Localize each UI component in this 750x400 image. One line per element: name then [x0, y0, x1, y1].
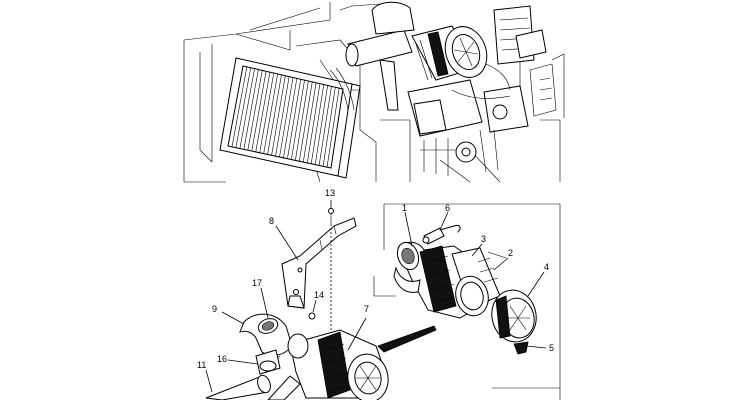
radiator-fin — [302, 82, 317, 163]
callout-6: 6 — [445, 203, 450, 213]
callout-11: 11 — [197, 360, 206, 370]
radiator-fin — [231, 66, 248, 147]
callout-7: 7 — [364, 304, 369, 314]
radiator-fin — [291, 80, 305, 160]
callout-3: 3 — [481, 234, 486, 244]
callout-14: 14 — [314, 290, 324, 300]
exploded-detail-frame — [373, 203, 561, 400]
radiator-fin — [255, 72, 271, 152]
radiator-fin — [235, 67, 251, 148]
upper-pipework — [329, 1, 415, 111]
straight-tube-11 — [205, 374, 301, 400]
engine-block — [407, 5, 557, 176]
radiator-fin — [247, 70, 263, 151]
radiator-fin — [263, 73, 278, 154]
radiator-fin — [243, 69, 259, 150]
radiator — [219, 57, 361, 179]
radiator-fin — [295, 80, 309, 161]
radiator-fin — [275, 76, 290, 157]
dust-valve-5 — [513, 341, 529, 355]
clamp-16 — [255, 349, 281, 375]
callout-17: 17 — [252, 278, 262, 288]
callout-9: 9 — [212, 304, 217, 314]
radiator-fin — [271, 75, 286, 156]
radiator-fin — [259, 73, 275, 153]
air-cleaner-7 — [287, 329, 389, 400]
radiator-fin — [279, 77, 294, 158]
radiator-fin — [267, 74, 282, 155]
air-cleaner-installed — [411, 25, 488, 81]
end-cap-4 — [491, 289, 537, 343]
elbow-hose-9 — [239, 313, 293, 360]
callout-8: 8 — [269, 216, 274, 226]
engine-bay-overview — [183, 1, 565, 183]
radiator-fin — [314, 85, 328, 165]
bolt-13 — [328, 208, 334, 224]
radiator-fins — [231, 66, 340, 168]
radiator-fin — [283, 78, 298, 158]
radiator-fin — [287, 79, 301, 159]
filter-element-3 — [451, 247, 501, 317]
bolt-14 — [308, 312, 316, 320]
callout-2: 2 — [508, 248, 513, 258]
radiator-fin — [322, 87, 336, 167]
radiator-fin — [299, 81, 313, 162]
mounting-bracket-8 — [281, 217, 357, 309]
callout-1: 1 — [402, 203, 407, 213]
radiator-fin — [326, 88, 340, 168]
callout-16: 16 — [217, 354, 227, 364]
sensor-6 — [422, 225, 461, 245]
callouts: 13 8 17 9 14 7 16 11 1 6 3 2 4 5 — [197, 188, 554, 370]
callout-4: 4 — [544, 262, 549, 272]
radiator-fin — [306, 83, 321, 163]
reference-arrow — [377, 325, 437, 353]
radiator-fin — [239, 68, 255, 149]
callout-5: 5 — [549, 343, 554, 353]
radiator-fin — [318, 86, 332, 166]
callout-13: 13 — [325, 188, 335, 198]
inner-element-2 — [477, 251, 507, 283]
radiator-fin — [310, 84, 325, 164]
leader-lines — [205, 200, 547, 393]
radiator-fin — [251, 71, 267, 152]
